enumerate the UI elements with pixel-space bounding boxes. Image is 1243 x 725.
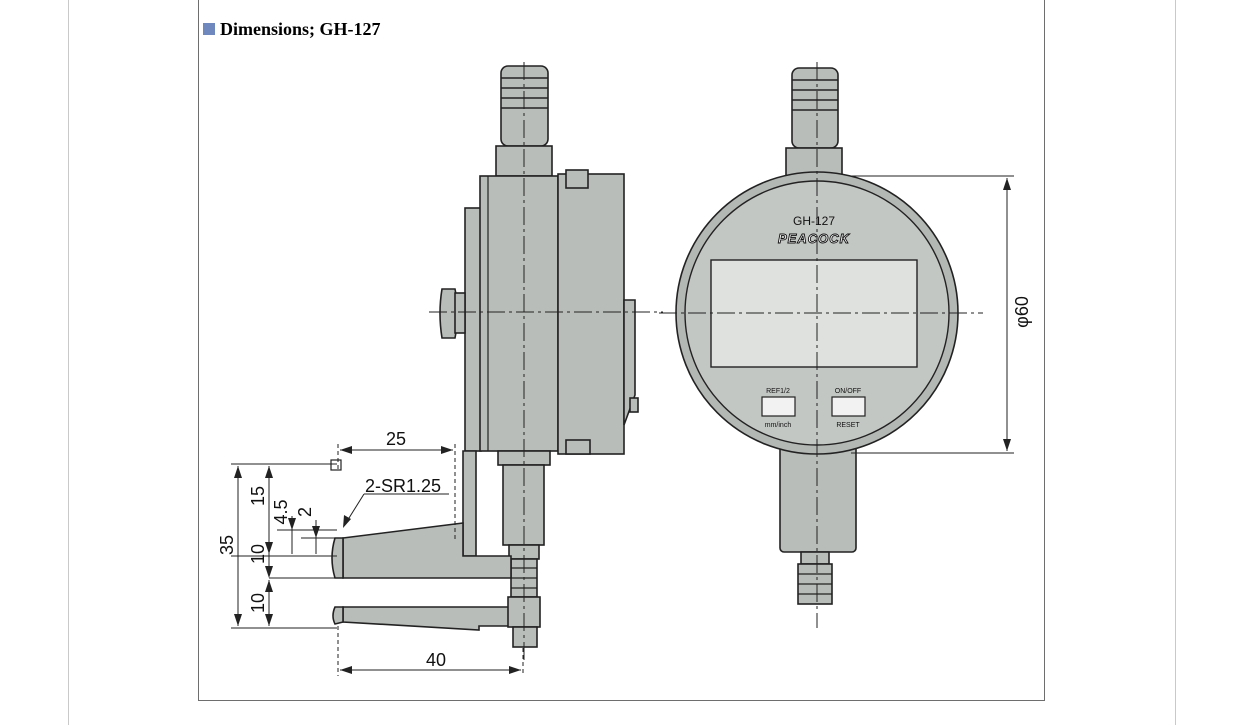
section-title: Dimensions; GH-127	[220, 18, 381, 39]
model-label: GH-127	[793, 214, 835, 228]
dimension-arrowheads	[234, 178, 1011, 674]
front-view-center-lines	[659, 62, 983, 628]
side-cover-wedge	[623, 299, 636, 426]
side-body-cover	[557, 173, 625, 455]
arrow-10-upper	[265, 566, 273, 578]
dimension-lines	[231, 175, 1014, 676]
side-upper-arm-tip	[331, 537, 344, 579]
square-bullet-icon	[203, 23, 215, 35]
width-40-label: 40	[426, 650, 446, 670]
arrow-dia-top	[1003, 178, 1011, 190]
side-cover-clip	[629, 397, 639, 413]
side-upper-arm	[342, 522, 512, 579]
arrow-35-top	[234, 466, 242, 478]
side-cover-tab-top	[565, 169, 589, 189]
height-10-upper-label: 10	[248, 544, 268, 564]
arrow-25-right	[441, 446, 453, 454]
front-lower-housing	[779, 439, 857, 553]
arrow-dia-bottom	[1003, 439, 1011, 451]
brand-logo: PEACOCK	[778, 231, 851, 246]
side-upper-arm-bracket	[462, 450, 477, 557]
side-rear-knob-base	[454, 292, 466, 334]
height-10-lower-label: 10	[248, 593, 268, 613]
side-body	[479, 175, 559, 452]
ref-button-top-label: REF1/2	[766, 388, 790, 395]
height-2-label: 2	[295, 507, 315, 517]
dimension-labels: 25 2-SR1.25 40 35 15 10 10 4.5 2 φ60	[217, 296, 1032, 670]
arrow-40-right	[509, 666, 521, 674]
arrow-15-bottom	[265, 542, 273, 554]
height-15-label: 15	[248, 486, 268, 506]
arrow-radius	[343, 515, 351, 528]
brand-logo-plate	[767, 231, 863, 244]
left-page-rule	[68, 0, 69, 725]
side-cover-tab-bottom	[565, 439, 591, 455]
right-page-rule	[1175, 0, 1176, 725]
side-lower-arm	[342, 606, 522, 631]
arrow-10-lower-top	[265, 580, 273, 592]
side-view	[330, 65, 639, 648]
section-heading: Dimensions; GH-127	[203, 19, 381, 39]
arrow-35-bottom	[234, 614, 242, 626]
ref-button-bottom-label: mm/inch	[765, 422, 792, 429]
arrow-10-lower-bottom	[265, 614, 273, 626]
dimension-drawing: GH-127 PEACOCK REF1/2 mm/inch ON/OFF RES…	[217, 62, 1032, 676]
front-view-labels: GH-127 PEACOCK REF1/2 mm/inch ON/OFF RES…	[765, 214, 863, 429]
dimensions-panel: Dimensions; GH-127	[198, 0, 1045, 701]
front-stem-grooves	[792, 79, 838, 111]
arrow-40-left	[340, 666, 352, 674]
front-lower-stem-ring	[800, 551, 830, 565]
side-lower-arm-tip	[332, 606, 344, 625]
width-25-label: 25	[386, 429, 406, 449]
height-4-5-label: 4.5	[271, 499, 291, 524]
onoff-button-top-label: ON/OFF	[835, 388, 861, 395]
arrow-2	[312, 526, 320, 538]
tip-radius-label: 2-SR1.25	[365, 476, 441, 496]
diameter-label: φ60	[1012, 296, 1032, 328]
front-spindle-grooves	[798, 573, 832, 595]
side-lower-arm-foot	[512, 626, 538, 648]
front-ref-button	[761, 396, 796, 417]
side-view-center-lines	[429, 62, 663, 660]
onoff-button-bottom-label: RESET	[836, 422, 860, 429]
arrow-25-left	[340, 446, 352, 454]
side-body-back-plate	[464, 207, 482, 452]
arrow-15-top	[265, 466, 273, 478]
side-anvil-tip	[330, 459, 342, 471]
arrow-4-5	[288, 518, 296, 530]
height-35-label: 35	[217, 535, 237, 555]
front-onoff-button	[831, 396, 866, 417]
